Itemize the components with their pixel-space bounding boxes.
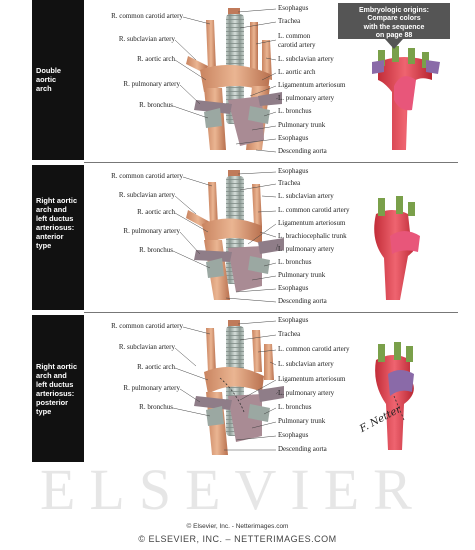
label-r-subclavian: R. subclavian artery — [118, 191, 175, 199]
panel-1-anatomy — [186, 8, 282, 150]
label-r-subclavian: R. subclavian artery — [118, 343, 175, 351]
r-aortic-arch — [202, 218, 262, 244]
ligamentum-dashed — [219, 377, 245, 413]
l-bronchus — [248, 256, 270, 274]
esophagus — [228, 320, 240, 330]
label-r-aortic-arch: R. aortic arch — [137, 208, 175, 216]
label-esophagus: Esophagus — [278, 316, 309, 324]
copyright-large: © ELSEVIER, INC. – NETTERIMAGES.COM — [138, 534, 337, 544]
r-bronchus — [204, 108, 222, 128]
l-bronchus — [248, 404, 270, 422]
label-l-subclavian: L. subclavian artery — [278, 360, 334, 368]
panel-divider — [84, 162, 458, 163]
l-bronchus — [248, 106, 270, 124]
label-l-pulmonary-artery: L. pulmonary artery — [278, 389, 335, 397]
embryologic-origins-callout: Embryologic origins: Compare colors with… — [338, 3, 450, 39]
label-esophagus-lower: Esophagus — [278, 284, 309, 292]
label-r-bronchus: R. bronchus — [139, 403, 173, 411]
label-l-aortic-arch: L. aortic arch — [278, 68, 316, 76]
callout-arrow — [385, 39, 403, 49]
side-label-anterior-type: Right aortic arch and left ductus arteri… — [36, 196, 78, 251]
elsevier-watermark: ELSEVIER — [40, 457, 426, 522]
label-descending-aorta: Descending aorta — [278, 147, 327, 155]
aortic-arches — [200, 64, 270, 92]
esophagus — [228, 170, 240, 180]
label-r-common-carotid: R. common carotid artery — [111, 172, 183, 180]
l-common-carotid — [250, 22, 258, 72]
r-pulmonary-artery — [194, 250, 232, 262]
label-ligamentum-arteriosum: Ligamentum arteriosum — [278, 375, 346, 383]
l-subclavian — [262, 40, 272, 80]
side-label-double-aortic-arch: Double aortic arch — [36, 66, 62, 94]
sidebar-panel-1 — [32, 0, 84, 160]
label-r-common-carotid: R. common carotid artery — [111, 12, 183, 20]
l-pulmonary-artery — [258, 238, 284, 254]
label-l-common-carotid: L. common carotid artery — [278, 206, 350, 214]
r-bronchus — [206, 258, 224, 278]
label-pulmonary-trunk: Pulmonary trunk — [278, 417, 326, 425]
label-r-aortic-arch: R. aortic arch — [137, 55, 175, 63]
label-r-bronchus: R. bronchus — [139, 101, 173, 109]
label-esophagus-lower: Esophagus — [278, 134, 309, 142]
label-l-bronchus: L. bronchus — [278, 107, 312, 115]
r-common-carotid — [206, 328, 216, 372]
sidebar-panel-2 — [32, 165, 84, 310]
label-r-pulmonary-artery: R. pulmonary artery — [123, 227, 180, 235]
panel-2-anatomy — [186, 170, 284, 300]
label-trachea: Trachea — [278, 17, 301, 25]
r-pulmonary-artery — [194, 396, 232, 410]
embryologic-schematic-1 — [372, 46, 440, 150]
label-esophagus: Esophagus — [278, 167, 309, 175]
l-common-carotid — [252, 330, 262, 372]
sidebar-panel-3 — [32, 315, 84, 462]
panel-3-anatomy — [194, 320, 284, 455]
r-bronchus — [206, 406, 224, 426]
label-descending-aorta: Descending aorta — [278, 297, 327, 305]
leader-lines — [172, 8, 279, 451]
label-trachea: Trachea — [278, 179, 301, 187]
embryologic-schematic-2 — [374, 196, 420, 300]
label-l-common-carotid: L. common carotid artery — [278, 345, 350, 353]
label-r-subclavian: R. subclavian artery — [118, 35, 175, 43]
label-l-pulmonary-artery: L. pulmonary artery — [278, 245, 335, 253]
label-l-pulmonary-artery: L. pulmonary artery — [278, 94, 335, 102]
esophagus — [228, 8, 240, 18]
label-r-common-carotid: R. common carotid artery — [111, 322, 183, 330]
label-descending-aorta: Descending aorta — [278, 445, 327, 453]
label-trachea: Trachea — [278, 330, 301, 338]
label-esophagus: Esophagus — [278, 4, 309, 12]
label-pulmonary-trunk: Pulmonary trunk — [278, 271, 326, 279]
label-r-bronchus: R. bronchus — [139, 246, 173, 254]
label-l-subclavian: L. subclavian artery — [278, 55, 334, 63]
l-subclavian — [264, 344, 274, 380]
label-l-common: L. common — [278, 32, 311, 40]
r-pulmonary-artery — [194, 100, 232, 114]
anatomy-illustration — [172, 8, 440, 455]
label-carotid-artery: carotid artery — [278, 41, 316, 49]
label-l-bronchus: L. bronchus — [278, 258, 312, 266]
copyright-small: © Elsevier, Inc. - Netterimages.com — [186, 523, 289, 530]
label-ligamentum-arteriosum: Ligamentum arteriosum — [278, 219, 346, 227]
panel-divider — [84, 312, 458, 313]
label-r-pulmonary-artery: R. pulmonary artery — [123, 80, 180, 88]
label-l-bronchus: L. bronchus — [278, 403, 312, 411]
label-pulmonary-trunk: Pulmonary trunk — [278, 121, 326, 129]
l-pulmonary-artery — [258, 92, 282, 106]
embryologic-schematic-3 — [375, 342, 414, 450]
l-common-carotid — [252, 184, 262, 226]
label-l-brachiocephalic-trunk: L. brachiocephalic trunk — [278, 232, 347, 240]
label-esophagus-lower: Esophagus — [278, 431, 309, 439]
r-aortic-arch — [204, 366, 264, 394]
r-common-carotid — [208, 182, 218, 226]
side-label-posterior-type: Right aortic arch and left ductus arteri… — [36, 362, 78, 417]
l-pulmonary-artery — [258, 386, 284, 402]
label-r-aortic-arch: R. aortic arch — [137, 363, 175, 371]
r-common-carotid — [206, 20, 216, 70]
label-r-pulmonary-artery: R. pulmonary artery — [123, 384, 180, 392]
label-ligamentum-arteriosum: Ligamentum arteriosum — [278, 81, 346, 89]
label-l-subclavian: L. subclavian artery — [278, 192, 334, 200]
